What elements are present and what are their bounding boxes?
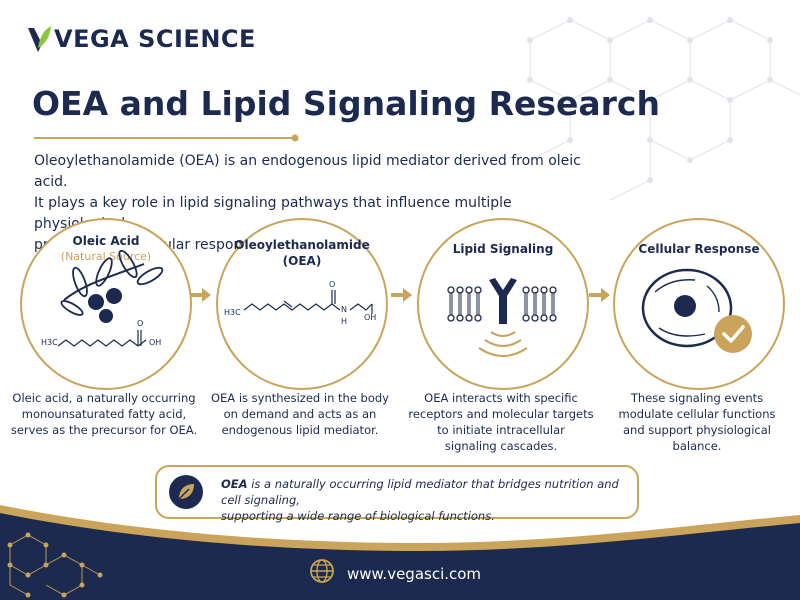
brand-name: VEGA SCIENCE — [54, 25, 256, 53]
desc-line: monounsaturated fatty acid, — [21, 407, 187, 421]
step-cellular-response-description: These signaling events modulate cellular… — [602, 390, 792, 454]
olive-branch-icon — [57, 249, 164, 347]
oea-ch3-label: H3C — [224, 308, 241, 317]
step-oea-title-line-1: Oleoylethanolamide — [234, 238, 370, 252]
step-oleic-acid-description: Oleic acid, a naturally occurring monoun… — [9, 390, 199, 438]
desc-line: on demand and acts as an — [223, 407, 377, 421]
page-title: OEA and Lipid Signaling Research — [32, 84, 660, 123]
background-molecule-pattern — [527, 17, 800, 201]
desc-line: signaling cascades. — [444, 439, 558, 453]
summary-line-2: supporting a wide range of biological fu… — [221, 509, 495, 523]
step-lipid-signaling-title: Lipid Signaling — [452, 242, 554, 256]
desc-line: OEA is synthesized in the body — [210, 391, 389, 405]
summary-line-1: is a naturally occurring lipid mediator … — [221, 477, 619, 507]
title-underline — [34, 134, 299, 142]
leaf-icon — [169, 475, 203, 509]
desc-line: modulate cellular functions — [618, 407, 776, 421]
arrow-right-icon — [589, 288, 610, 302]
oea-oxygen-label: O — [329, 280, 336, 289]
oea-hydrogen-label: H — [341, 317, 348, 326]
step-lipid-signaling-circle: Lipid Signaling — [417, 218, 589, 390]
step-oea-description: OEA is synthesized in the body on demand… — [205, 390, 395, 438]
leaf-v-logo-icon — [28, 26, 51, 52]
desc-line: OEA interacts with specific — [424, 391, 578, 405]
step-oea-title-line-2: (OEA) — [282, 254, 322, 268]
membrane-receptor-icon — [447, 278, 557, 357]
desc-line: These signaling events — [630, 391, 764, 405]
oleic-acid-oxygen-label: O — [137, 319, 144, 328]
desc-line: and support physiological — [622, 423, 771, 437]
footer-wave-background — [0, 505, 800, 600]
arrow-right-icon — [190, 288, 211, 302]
arrow-right-icon — [391, 288, 412, 302]
summary-lead: OEA — [221, 477, 248, 491]
intro-line-1: Oleoylethanolamide (OEA) is an endogenou… — [34, 153, 581, 190]
step-oleic-acid-title: Oleic Acid — [72, 234, 140, 248]
desc-line: balance. — [672, 439, 722, 453]
oea-molecule-icon — [243, 290, 373, 314]
desc-line: Oleic acid, a naturally occurring — [12, 391, 196, 405]
step-oleic-acid-circle: Oleic Acid (Natural Source) H3C O OH — [20, 218, 192, 390]
step-oleic-acid-subtitle: (Natural Source) — [60, 250, 152, 263]
step-cellular-response-circle: Cellular Response — [613, 218, 785, 390]
step-oea-circle: Oleoylethanolamide (OEA) H3C O N H OH — [216, 218, 388, 390]
website-link[interactable]: www.vegasci.com — [347, 565, 482, 583]
desc-line: receptors and molecular targets — [408, 407, 594, 421]
globe-icon — [310, 559, 334, 583]
step-cellular-response-title: Cellular Response — [638, 242, 760, 256]
summary-text: OEA is a naturally occurring lipid media… — [221, 476, 626, 524]
brand-logo[interactable]: VEGA SCIENCE — [26, 24, 256, 54]
oea-oh-label: OH — [364, 313, 377, 322]
oea-nitrogen-label: N — [341, 305, 347, 314]
oleic-acid-ch3-label: H3C — [41, 338, 58, 347]
desc-line: endogenous lipid mediator. — [221, 423, 379, 437]
cell-checkmark-icon — [641, 268, 752, 353]
summary-callout: OEA is a naturally occurring lipid media… — [155, 465, 639, 523]
oleic-acid-oh-label: OH — [149, 338, 162, 347]
desc-line: to initiate intracellular — [437, 423, 565, 437]
step-lipid-signaling-description: OEA interacts with specific receptors an… — [406, 390, 596, 454]
desc-line: serves as the precursor for OEA. — [10, 423, 198, 437]
